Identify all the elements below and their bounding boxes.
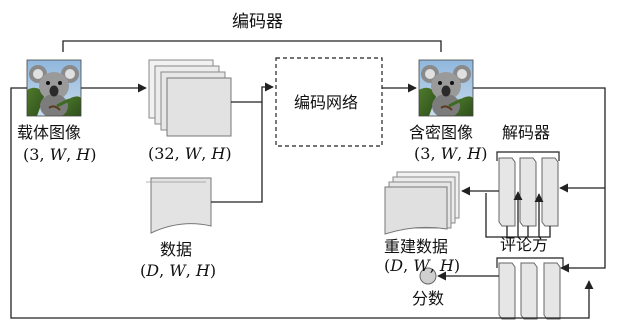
critic-label: 评论方 xyxy=(500,235,549,254)
encoding-network-box xyxy=(275,57,383,147)
reconstructed-data-stack xyxy=(384,171,460,235)
cover-image-label: 载体图像 xyxy=(17,123,82,142)
cover-image xyxy=(26,59,82,117)
decoder-label: 解码器 xyxy=(502,123,551,142)
score-circle xyxy=(419,267,437,285)
cover-image-shape: (3, W, H) xyxy=(23,145,97,164)
encoder-bracket xyxy=(62,40,442,52)
encoding-network-label: 编码网络 xyxy=(294,93,359,112)
score-label: 分数 xyxy=(412,289,445,308)
decoder-skip-1 xyxy=(485,193,508,238)
arrow-features-to-network xyxy=(231,82,274,103)
stego-image-label: 含密图像 xyxy=(409,123,474,142)
arrow-data-to-network xyxy=(211,102,263,203)
decoder-layers xyxy=(496,151,560,227)
stego-image-shape: (3, W, H) xyxy=(414,144,488,163)
stego-image xyxy=(418,59,474,117)
data-input-label: 数据 xyxy=(160,240,193,259)
connectors xyxy=(10,82,606,319)
data-document-icon xyxy=(150,177,212,234)
encoder-title: 编码器 xyxy=(232,12,283,32)
critic-bracket xyxy=(496,257,564,268)
arrow-stego-to-modules xyxy=(473,87,606,273)
reconstructed-data-shape: (D, W, H) xyxy=(384,256,461,275)
data-input-shape: (D, W, H) xyxy=(140,261,217,280)
reconstructed-data-label: 重建数据 xyxy=(384,237,449,256)
feature-map-shape: (32, W, H) xyxy=(148,144,232,163)
decoder-bracket xyxy=(496,151,560,161)
arrow-cover-to-critic-loop xyxy=(10,87,594,319)
critic-layers xyxy=(496,257,564,320)
decoder-skip-3 xyxy=(528,226,551,238)
feature-map-stack xyxy=(148,59,232,137)
